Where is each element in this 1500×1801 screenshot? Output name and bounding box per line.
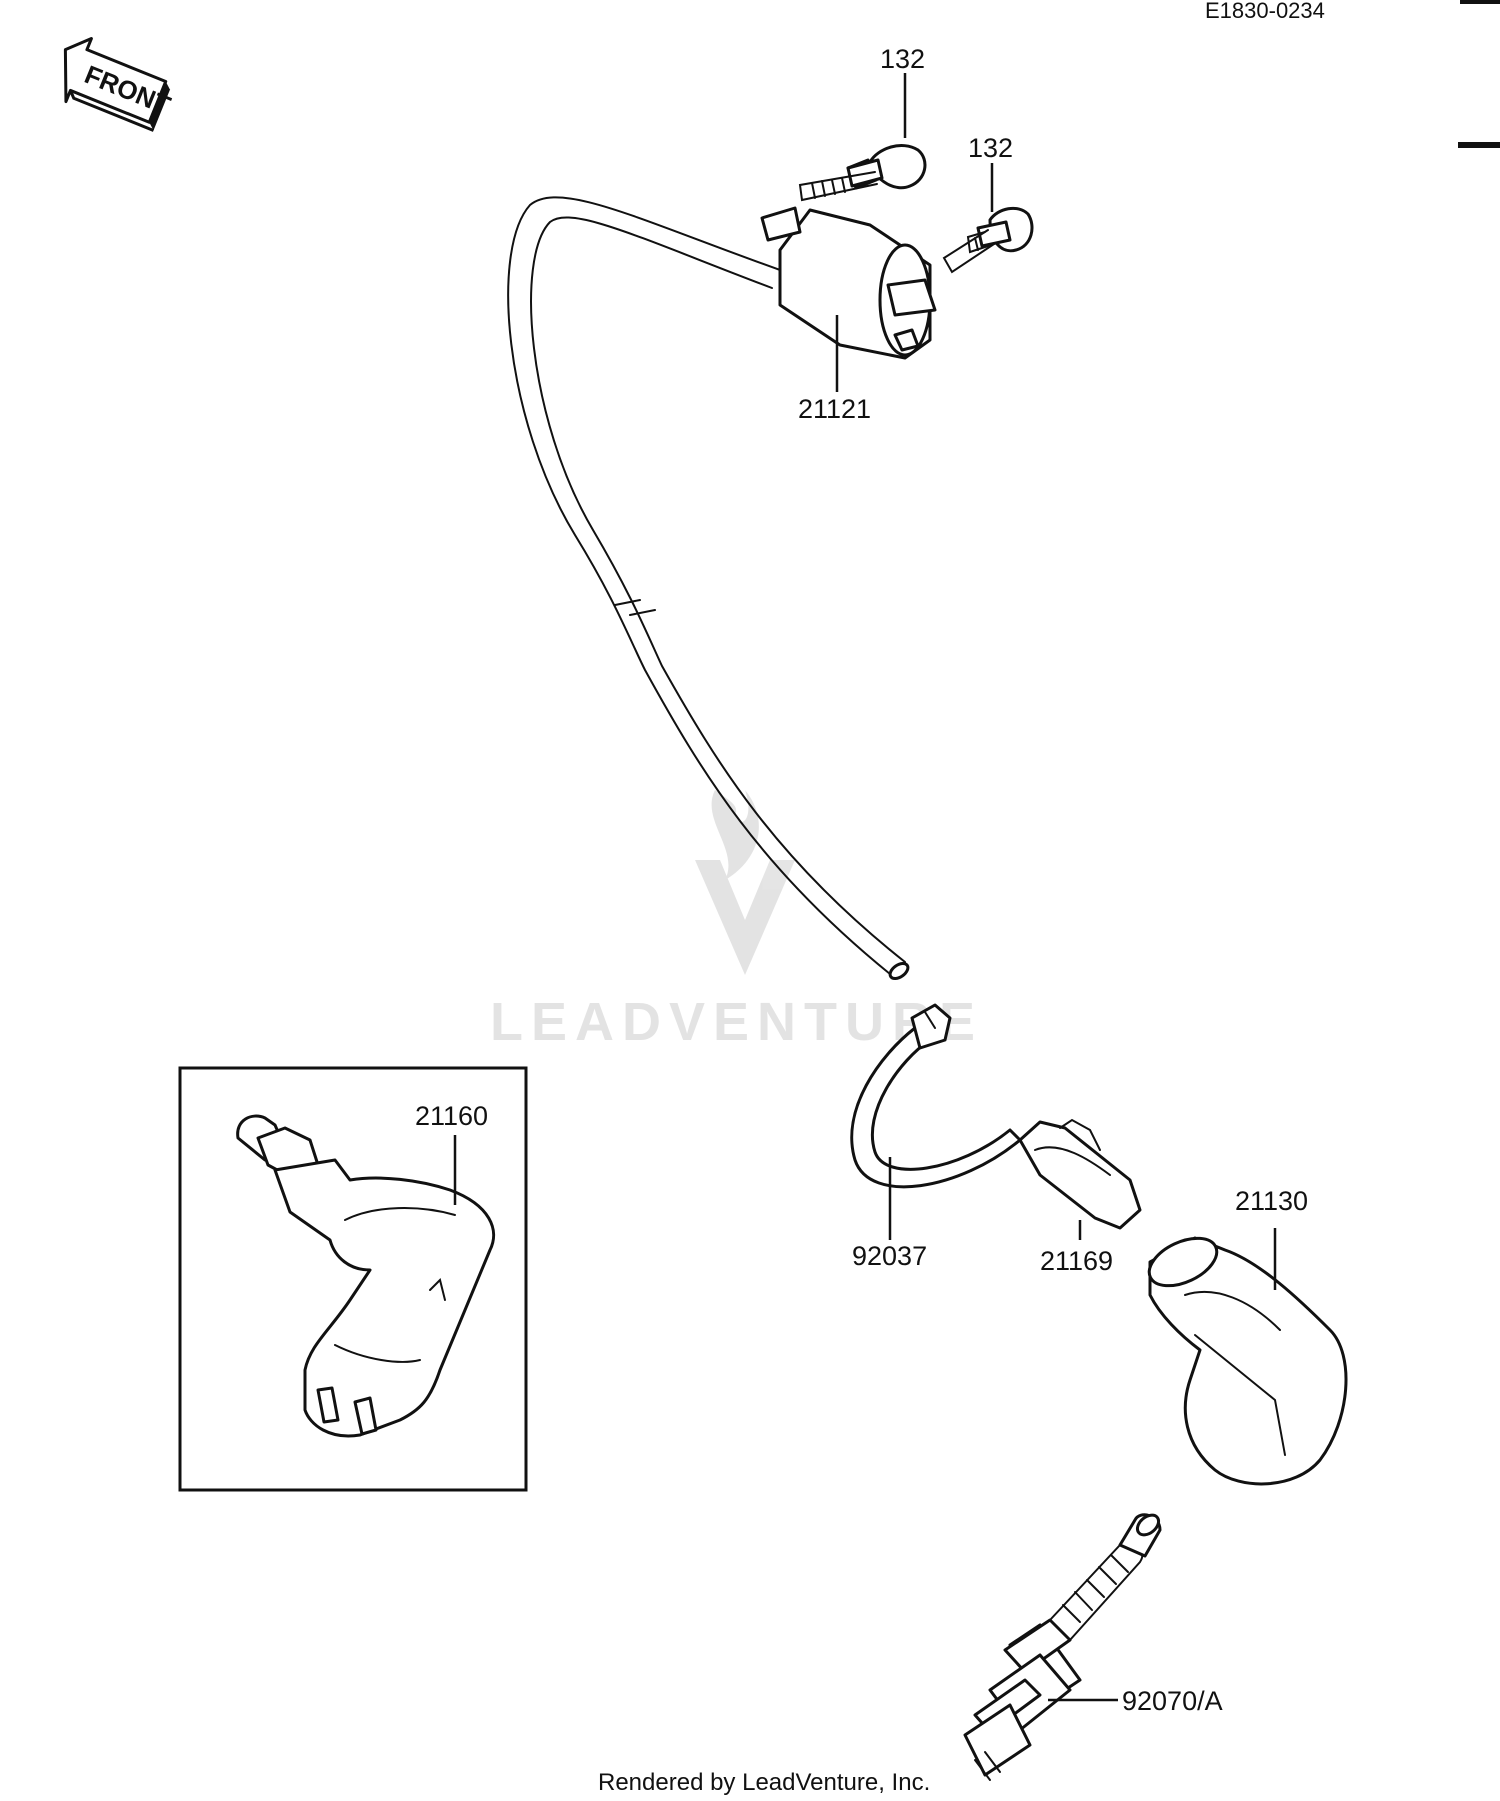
- label-plug-cap: 21130: [1235, 1186, 1308, 1216]
- label-bolt-lower: 132: [968, 133, 1013, 163]
- label-ignition-coil: 21121: [798, 394, 871, 424]
- ignition-lead: [507, 196, 910, 981]
- spark-plug: [963, 1513, 1162, 1781]
- label-clamp: 92037: [852, 1241, 927, 1271]
- watermark: LEADVENTURE: [490, 790, 983, 1052]
- diagram-code: E1830-0234: [1205, 0, 1325, 23]
- right-edge-fragment: [1458, 0, 1500, 148]
- ignition-coil: [760, 206, 937, 360]
- front-arrow-icon: FRONT: [63, 37, 175, 132]
- bolt-upper: [798, 144, 927, 202]
- bolt-lower: [942, 206, 1034, 274]
- label-plug-cap-alt: 21160: [415, 1101, 488, 1131]
- alt-plug-cap: [236, 1114, 496, 1438]
- terminal: [1018, 1118, 1142, 1230]
- plug-cap: [1147, 1236, 1348, 1486]
- label-terminal: 21169: [1040, 1246, 1113, 1276]
- label-spark-plug: 92070/A: [1122, 1686, 1223, 1716]
- leader-lines: [453, 73, 1277, 1702]
- footer-credit: Rendered by LeadVenture, Inc.: [598, 1769, 930, 1796]
- watermark-text: LEADVENTURE: [490, 992, 983, 1052]
- label-bolt-upper: 132: [880, 44, 925, 74]
- inset-box: [178, 1066, 528, 1492]
